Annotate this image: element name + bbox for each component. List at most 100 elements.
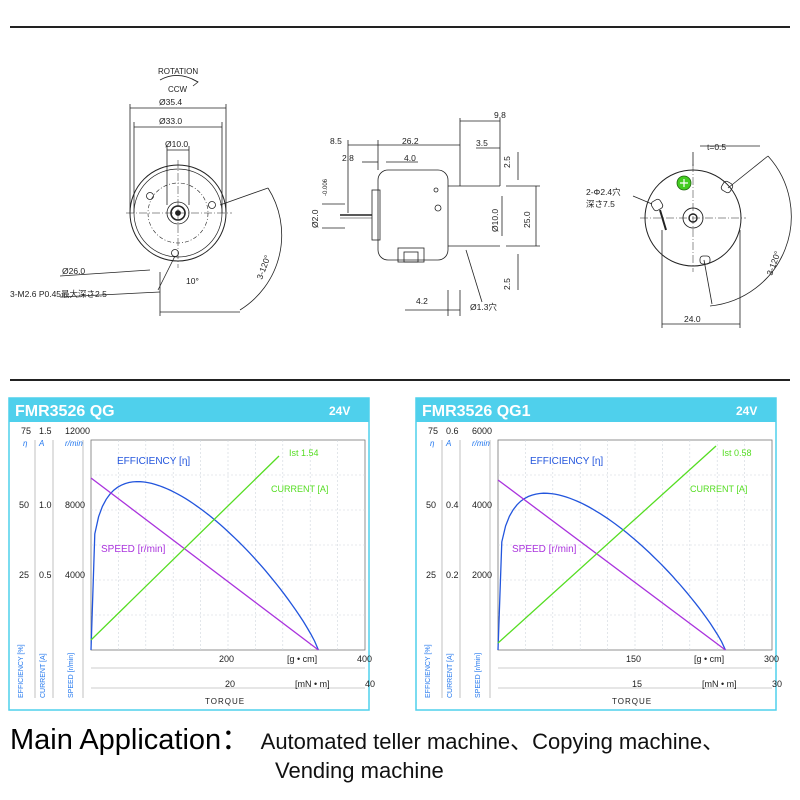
efficiency-label: EFFICIENCY [η] <box>117 456 190 467</box>
middle-rule <box>10 379 790 381</box>
svg-text:Ø2.0: Ø2.0 <box>310 209 320 228</box>
axis-tick-value: 0.2 <box>446 570 459 580</box>
axis-tick-value: 2000 <box>472 570 492 580</box>
axis-tick-value: 0.4 <box>446 500 459 510</box>
axis-top-value: 12000 <box>65 426 90 436</box>
svg-text:8.5: 8.5 <box>330 136 342 146</box>
axis-tick-value: 1.0 <box>39 500 52 510</box>
svg-text:t=0.5: t=0.5 <box>707 142 726 152</box>
axis-tick-value: 25 <box>426 570 436 580</box>
svg-text:深さ7.5: 深さ7.5 <box>586 199 615 209</box>
application-label: Main Application： <box>10 724 251 756</box>
front-view: ROTATION CCW Ø35.4 Ø33.0 Ø10.0 Ø26.0 3-M… <box>10 67 283 316</box>
efficiency-curve <box>90 480 319 651</box>
x-axis-title: TORQUE <box>205 697 245 706</box>
svg-text:4.0: 4.0 <box>404 153 416 163</box>
chart-title: FMR3526 QG <box>15 403 115 420</box>
rear-view: t=0.5 2-Φ2.4穴 深さ7.5 24.0 3-120° <box>586 142 792 328</box>
axis-top-value: 1.5 <box>39 426 52 436</box>
speed-label: SPEED [r/min] <box>512 544 577 555</box>
x-bottom-tick: [mN • m] <box>702 679 737 689</box>
svg-text:2-Φ2.4穴: 2-Φ2.4穴 <box>586 187 621 197</box>
svg-text:4.2: 4.2 <box>416 296 428 306</box>
svg-text:3-M2.6 P0.45最大深さ2.5: 3-M2.6 P0.45最大深さ2.5 <box>10 289 107 299</box>
axis-unit: A <box>445 439 451 448</box>
axis-bottom-label: SPEED [r/min] <box>475 653 482 698</box>
axis-top-value: 75 <box>21 426 31 436</box>
x-top-tick: [g • cm] <box>694 654 724 664</box>
svg-text:Ø26.0: Ø26.0 <box>62 266 85 276</box>
side-view: 8.5 26.2 9.8 2.8 4.0 3.5 Ø2.0 -0.006 2.5… <box>310 110 540 316</box>
chart-title: FMR3526 QG1 <box>422 403 531 420</box>
axis-bottom-label: CURRENT [A] <box>447 653 454 698</box>
axis-unit: η <box>430 439 435 448</box>
speed-label: SPEED [r/min] <box>101 544 166 555</box>
axis-top-value: 75 <box>428 426 438 436</box>
x-top-tick: 200 <box>219 654 234 664</box>
svg-text:-0.006: -0.006 <box>323 178 329 196</box>
x-top-tick: [g • cm] <box>287 654 317 664</box>
axis-tick-value: 0.5 <box>39 570 52 580</box>
application-line2: Vending machine <box>275 758 444 783</box>
ist-label: Ist 1.54 <box>289 448 319 458</box>
axis-bottom-label: CURRENT [A] <box>40 653 47 698</box>
svg-text:3.5: 3.5 <box>476 138 488 148</box>
x-top-tick: 300 <box>764 654 779 664</box>
x-bottom-tick: 20 <box>225 679 235 689</box>
speed-curve <box>497 479 726 651</box>
axis-tick-value: 50 <box>426 500 436 510</box>
svg-text:26.2: 26.2 <box>402 136 419 146</box>
chart-voltage: 24V <box>329 404 350 418</box>
axis-bottom-label: EFFICIENCY [%] <box>18 644 25 698</box>
axis-tick-value: 50 <box>19 500 29 510</box>
axis-tick-value: 4000 <box>65 570 85 580</box>
axis-unit: r/min <box>472 439 490 448</box>
svg-text:Ø35.4: Ø35.4 <box>159 97 182 107</box>
svg-text:3-120°: 3-120° <box>764 250 782 277</box>
application-line1: Automated teller machine、Copying machine… <box>260 729 725 754</box>
svg-text:2.8: 2.8 <box>342 153 354 163</box>
svg-text:ROTATION: ROTATION <box>158 67 198 76</box>
x-top-tick: 400 <box>357 654 372 664</box>
svg-text:Ø10.0: Ø10.0 <box>165 139 188 149</box>
x-bottom-tick: 30 <box>772 679 782 689</box>
efficiency-curve <box>497 492 726 651</box>
x-bottom-tick: [mN • m] <box>295 679 330 689</box>
x-axis-title: TORQUE <box>612 697 652 706</box>
current-label: CURRENT [A] <box>690 484 747 494</box>
svg-text:2.5: 2.5 <box>502 278 512 290</box>
axis-top-value: 6000 <box>472 426 492 436</box>
axis-unit: A <box>38 439 44 448</box>
chart-title-bar <box>9 398 369 422</box>
svg-text:25.0: 25.0 <box>522 211 532 228</box>
efficiency-label: EFFICIENCY [η] <box>530 456 603 467</box>
axis-top-value: 0.6 <box>446 426 459 436</box>
ist-label: Ist 0.58 <box>722 448 752 458</box>
main-application: Main Application： Automated teller machi… <box>10 716 725 783</box>
svg-text:CCW: CCW <box>168 85 188 94</box>
svg-text:2.5: 2.5 <box>502 156 512 168</box>
axis-tick-value: 25 <box>19 570 29 580</box>
chart-title-bar <box>416 398 776 422</box>
svg-text:9.8: 9.8 <box>494 110 506 120</box>
svg-text:3-120°: 3-120° <box>254 254 272 281</box>
axis-unit: η <box>23 439 28 448</box>
current-label: CURRENT [A] <box>271 484 328 494</box>
current-curve <box>497 445 717 644</box>
svg-text:24.0: 24.0 <box>684 314 701 324</box>
axis-unit: r/min <box>65 439 83 448</box>
axis-bottom-label: SPEED [r/min] <box>68 653 75 698</box>
x-bottom-tick: 15 <box>632 679 642 689</box>
top-rule <box>10 26 790 28</box>
svg-text:10°: 10° <box>186 276 199 286</box>
chart-voltage: 24V <box>736 404 757 418</box>
x-top-tick: 150 <box>626 654 641 664</box>
motor-drawings: ROTATION CCW Ø35.4 Ø33.0 Ø10.0 Ø26.0 3-M… <box>10 67 792 328</box>
speed-curve <box>90 477 319 651</box>
current-curve <box>90 455 280 641</box>
svg-text:Ø1.3穴: Ø1.3穴 <box>470 302 497 312</box>
axis-tick-value: 4000 <box>472 500 492 510</box>
axis-tick-value: 8000 <box>65 500 85 510</box>
